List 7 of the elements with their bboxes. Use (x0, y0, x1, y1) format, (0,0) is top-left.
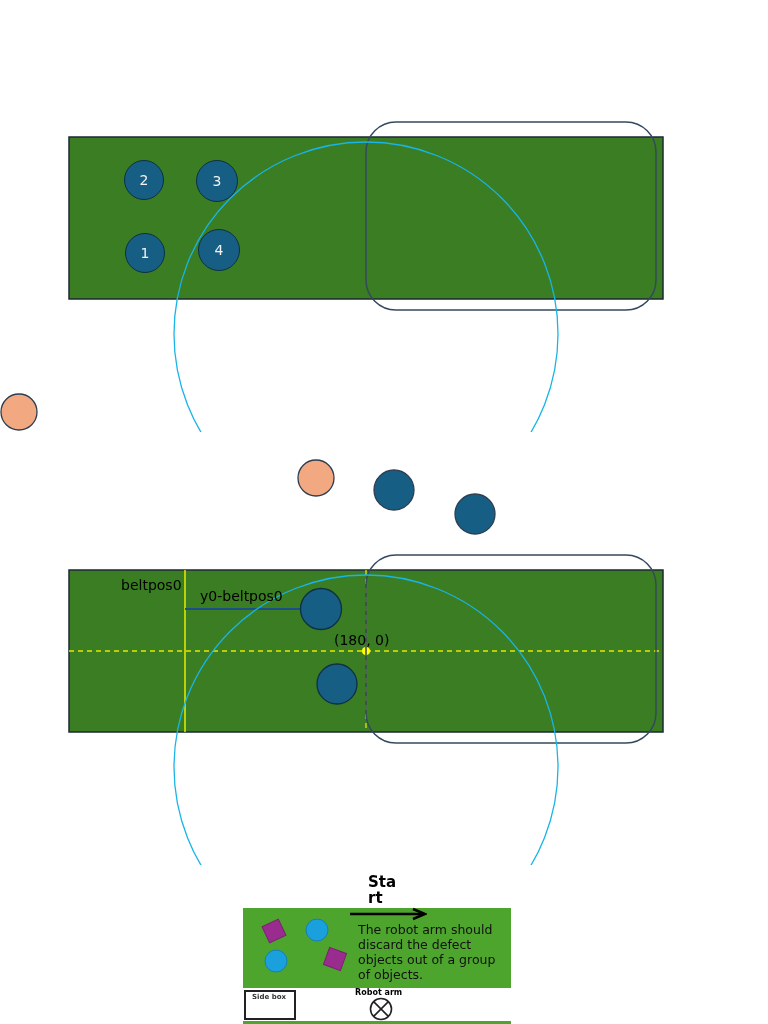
axis-label: beltpos0 (121, 577, 182, 593)
conveyor-panel (243, 908, 511, 988)
coordinate-label: (180, 0) (334, 632, 390, 648)
start-label: Start (368, 874, 398, 906)
robot-arm-label: Robot arm (355, 988, 403, 997)
description-text: The robot arm should discard the defect objects out of a group of objects. (358, 922, 497, 982)
dimension-label: y0-beltpos0 (200, 588, 283, 604)
